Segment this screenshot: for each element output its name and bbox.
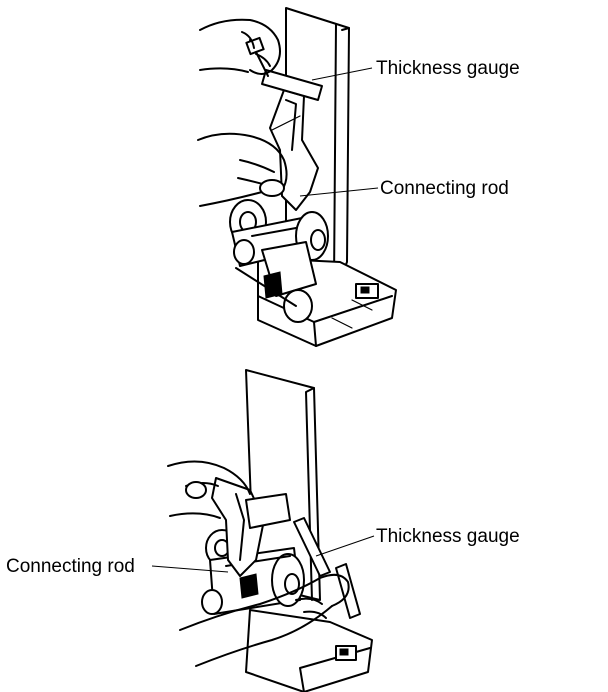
top-connecting-rod-label: Connecting rod (380, 178, 509, 199)
top-thickness-gauge-leader (311, 67, 373, 81)
bottom-connecting-rod-label: Connecting rod (6, 556, 135, 577)
bottom-thickness-gauge-leader (315, 535, 375, 557)
bottom-stand-base (245, 609, 373, 692)
bottom-connecting-rod (211, 477, 291, 577)
top-upper-hand (199, 18, 281, 75)
top-connecting-rod (269, 89, 319, 211)
top-illustration: Thickness gauge Connecting rod (197, 7, 520, 347)
top-crankshaft-assembly (229, 199, 329, 323)
top-connecting-rod-leader (299, 187, 379, 197)
top-thickness-gauge-label: Thickness gauge (376, 58, 520, 79)
bottom-lower-hand (179, 573, 350, 667)
bottom-thickness-gauge-label: Thickness gauge (376, 526, 520, 547)
top-thickness-gauge (245, 36, 323, 101)
bottom-connecting-rod-leader (151, 565, 229, 573)
top-lower-hand (197, 132, 288, 207)
bottom-illustration: Thickness gauge Connecting rod (6, 369, 520, 692)
bottom-upper-hand (167, 460, 251, 519)
